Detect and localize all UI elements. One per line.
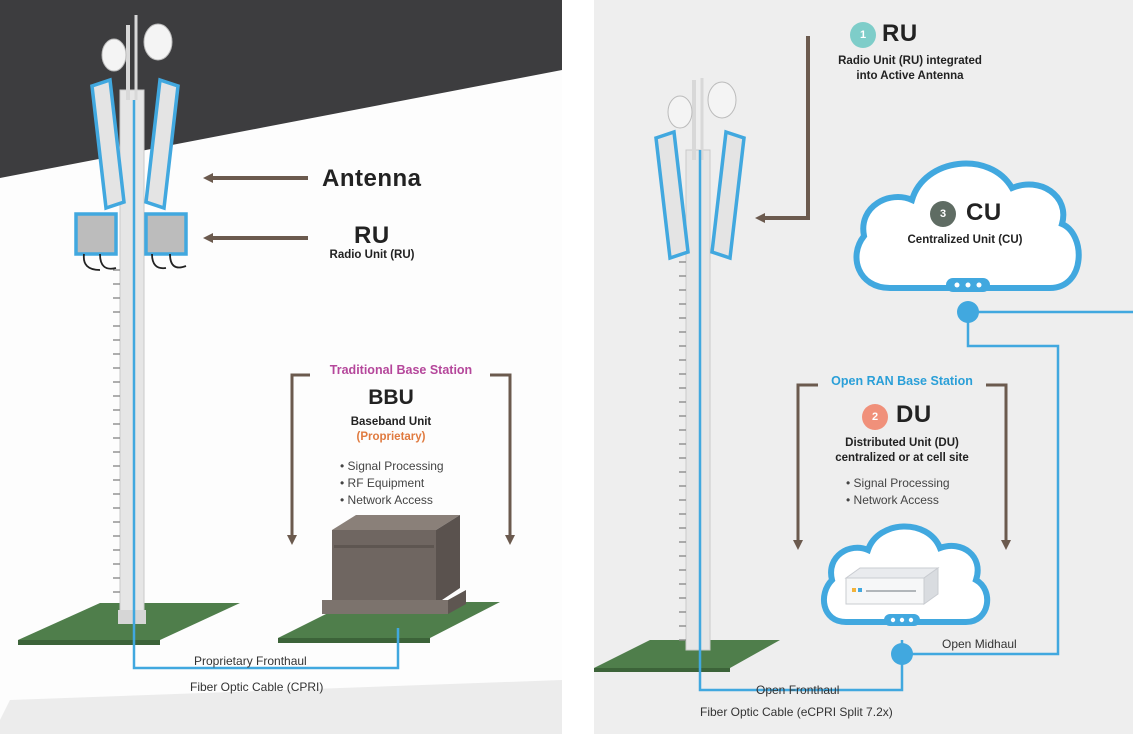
tower-base-plate	[594, 640, 780, 668]
right-panel	[594, 0, 1133, 734]
list-item: • Signal Processing	[846, 476, 950, 490]
traditional-bracket	[490, 373, 515, 545]
bbu-cabinet-icon	[322, 515, 466, 614]
du-port-icon	[891, 643, 913, 665]
cu-sublabel: Centralized Unit (CU)	[907, 234, 1023, 246]
dish-icon	[101, 38, 127, 72]
ru-badge: 1	[850, 22, 876, 48]
ru-sublabel-line1: Radio Unit (RU) integrated	[838, 55, 982, 67]
open-ran-bracket	[986, 383, 1011, 550]
du-label: DU	[896, 401, 932, 428]
ru-arrow	[755, 36, 810, 223]
ecpri-cable-label: Fiber Optic Cable (eCPRI Split 7.2x)	[700, 705, 893, 719]
bbu-sublabel: Baseband Unit	[350, 416, 432, 428]
antenna-panel-icon	[90, 77, 126, 211]
du-function-list: • Signal Processing • Network Access	[846, 475, 950, 509]
ru-label: RU	[354, 222, 390, 249]
left-panel	[0, 0, 562, 734]
dish-icon	[667, 95, 693, 129]
traditional-bracket-title: Traditional Base Station	[329, 363, 473, 377]
ru-box-icon	[74, 212, 118, 256]
ru-sublabel-line2: into Active Antenna	[856, 70, 964, 82]
cu-port-icon	[957, 301, 979, 323]
du-server-icon	[844, 567, 940, 605]
antenna-panel-icon	[144, 77, 180, 211]
ru-box-icon	[144, 212, 188, 256]
dish-icon	[707, 81, 737, 119]
dish-icon	[143, 23, 173, 61]
cpri-cable-label: Fiber Optic Cable (CPRI)	[190, 680, 324, 694]
open-fronthaul-label: Open Fronthaul	[756, 683, 840, 697]
proprietary-fronthaul-label: Proprietary Fronthaul	[194, 654, 307, 668]
ru-sublabel: Radio Unit (RU)	[329, 249, 415, 261]
antenna-label: Antenna	[322, 165, 422, 192]
list-item: • RF Equipment	[340, 476, 425, 490]
cell-tower	[74, 15, 188, 624]
bbu-function-list: • Signal Processing • RF Equipment • Net…	[340, 458, 444, 509]
open-fronthaul-cable	[698, 150, 904, 692]
cell-tower	[654, 78, 746, 651]
cu-badge: 3	[930, 201, 956, 227]
bbu-proprietary-note: (Proprietary)	[356, 431, 426, 443]
bbu-label: BBU	[368, 386, 414, 409]
open-ran-bracket	[793, 383, 818, 550]
list-item: • Signal Processing	[340, 459, 444, 473]
list-item: • Network Access	[846, 493, 939, 507]
antenna-panel-icon	[654, 129, 690, 261]
fiber-cable	[132, 100, 400, 670]
cu-cloud-icon	[853, 160, 1082, 291]
open-midhaul-label: Open Midhaul	[942, 637, 1017, 651]
traditional-bracket	[287, 373, 310, 545]
ru-label: RU	[882, 20, 918, 47]
list-item: • Network Access	[340, 493, 433, 507]
cu-label: CU	[966, 199, 1002, 226]
du-badge: 2	[862, 404, 888, 430]
open-ran-bracket-title: Open RAN Base Station	[831, 374, 973, 388]
du-sublabel-line1: Distributed Unit (DU)	[845, 437, 959, 449]
du-sublabel-line2: centralized or at cell site	[835, 452, 969, 464]
antenna-panel-icon	[710, 129, 746, 261]
